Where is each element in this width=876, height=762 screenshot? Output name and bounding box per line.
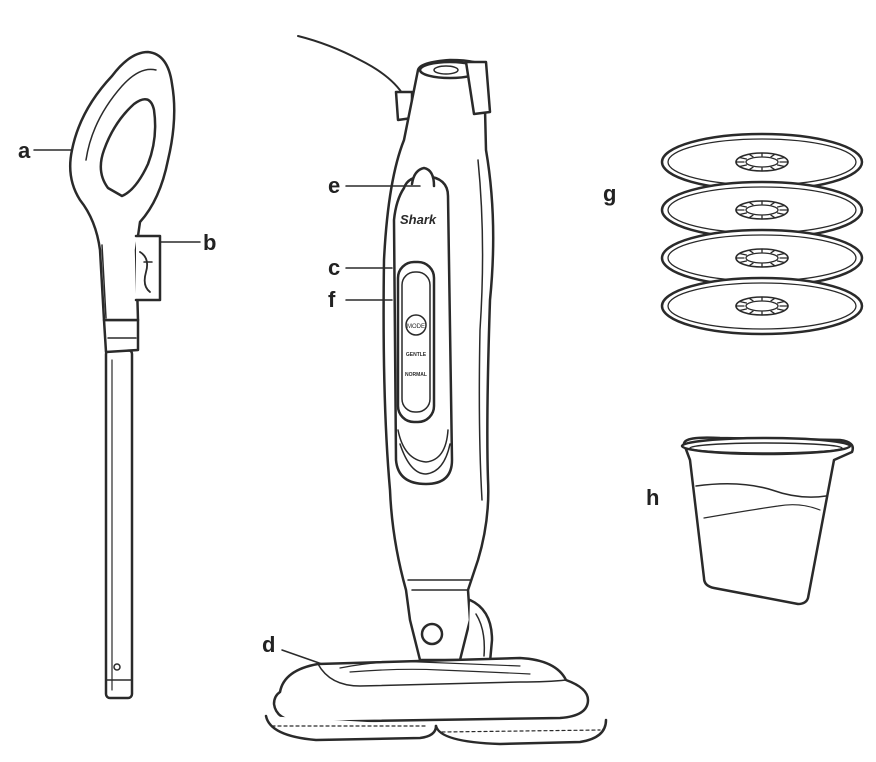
leader-lines [33, 149, 421, 665]
mop-pad [660, 132, 864, 192]
normal-label: NORMAL [405, 372, 427, 378]
gentle-label: GENTLE [406, 352, 427, 358]
brand-logo-text: Shark [400, 212, 437, 227]
label-e: e [328, 173, 341, 198]
handle-and-wand [69, 50, 176, 700]
label-a: a [18, 138, 31, 163]
mop-pads-stack [660, 132, 864, 336]
mop-pad [660, 276, 864, 336]
label-b: b [203, 230, 217, 255]
mode-button-label: MODE [407, 324, 425, 330]
steam-mop-body [264, 35, 608, 746]
body-text: Shark MODE GENTLE NORMAL [400, 212, 437, 378]
leader-d [281, 649, 323, 665]
label-g: g [603, 181, 617, 206]
label-f: f [328, 287, 336, 312]
label-h: h [646, 485, 660, 510]
label-c: c [328, 255, 341, 280]
water-measuring-cup [680, 436, 854, 606]
label-d: d [262, 632, 276, 657]
